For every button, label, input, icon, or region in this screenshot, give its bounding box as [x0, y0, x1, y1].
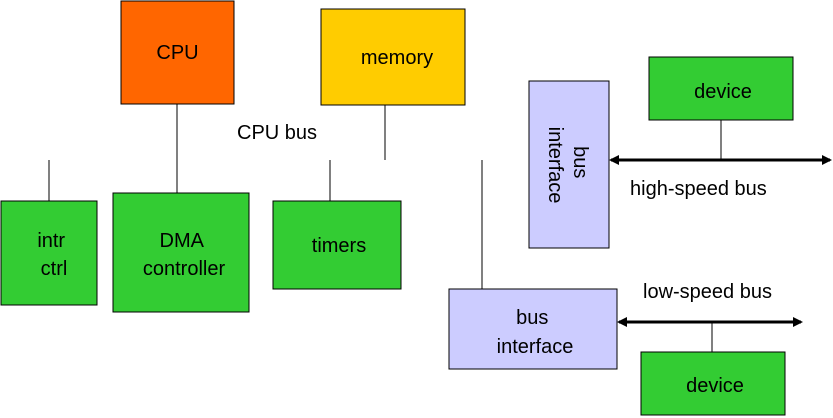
dma-controller-block: DMA controller: [112, 192, 250, 313]
memory-block: memory: [320, 8, 466, 106]
cpu-box: [120, 0, 235, 105]
device-top-block: device: [648, 56, 794, 121]
memory-box: [320, 8, 466, 106]
device-bottom-box: [640, 351, 786, 416]
dma-controller-label: DMA controller: [143, 230, 226, 280]
bus-interface-vertical-label-line-1: bus: [569, 146, 591, 178]
bus-interface-horizontal-label: bus interface: [497, 307, 574, 358]
dma-controller-label-line-1: DMA: [160, 230, 205, 252]
bus-interface-vertical-box: [528, 80, 610, 249]
bus-interface-vertical-label: bus interface: [544, 127, 591, 204]
device-top-box: [648, 56, 794, 121]
timers-box: [272, 200, 402, 290]
dma-controller-label-line-2: controller: [143, 258, 226, 280]
timers-block: timers: [272, 200, 402, 290]
bus-interface-horizontal-block: bus interface: [448, 288, 618, 370]
bus-interface-vertical-block: bus interface: [528, 80, 610, 249]
bus-interface-horizontal-label-line-2: interface: [497, 336, 574, 358]
device-bottom-label: device: [686, 375, 744, 397]
intr-ctrl-box: [0, 200, 98, 306]
cpu-block: CPU: [120, 0, 235, 105]
memory-label: memory: [361, 47, 433, 69]
intr-ctrl-label-line-1: intr: [37, 230, 65, 252]
dma-controller-box: [112, 192, 250, 313]
device-top-label: device: [694, 81, 752, 103]
intr-ctrl-label-line-2: ctrl: [41, 258, 68, 280]
high-speed-bus-label: high-speed bus: [630, 178, 767, 200]
timers-label: timers: [312, 235, 366, 257]
cpu-label: CPU: [156, 42, 198, 64]
intr-ctrl-label: intr ctrl: [37, 230, 70, 280]
bus-interface-horizontal-label-line-1: bus: [516, 307, 548, 329]
cpu-bus-label: CPU bus: [237, 122, 317, 144]
bus-interface-vertical-label-line-2: interface: [544, 127, 566, 204]
device-bottom-block: device: [640, 351, 786, 416]
low-speed-bus-label: low-speed bus: [643, 281, 772, 303]
bus-interface-horizontal-box: [448, 288, 618, 370]
intr-ctrl-block: intr ctrl: [0, 200, 98, 306]
